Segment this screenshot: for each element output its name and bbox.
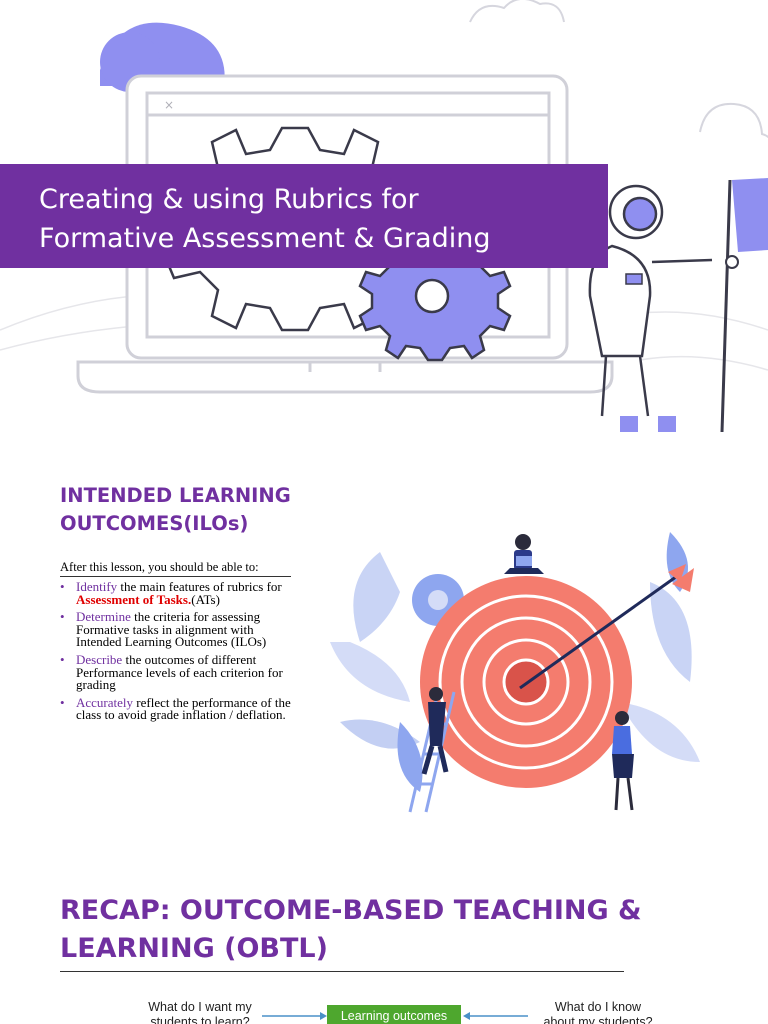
slide-title-line2: Formative Assessment & Grading bbox=[39, 223, 491, 254]
right-question-line2: about my students? bbox=[543, 1015, 653, 1024]
ilo-text: the main features of rubrics for bbox=[117, 579, 282, 594]
arrow-right-icon bbox=[262, 1012, 327, 1020]
target-illustration bbox=[330, 532, 700, 813]
flow-arrows bbox=[262, 1012, 528, 1020]
ilo-text: reflect the performance of the class to … bbox=[76, 694, 291, 723]
ilo-heading-line2: OUTCOMES(ILOs) bbox=[60, 512, 249, 535]
learning-outcomes-box: Learning outcomes bbox=[327, 1005, 461, 1024]
arrow-left-icon bbox=[463, 1012, 528, 1020]
ilo-verb: Accurately bbox=[76, 694, 134, 710]
left-question: What do I want my students to learn? bbox=[135, 1000, 265, 1024]
ilo-heading: INTENDED LEARNING OUTCOMES(ILOs) bbox=[60, 482, 320, 538]
slide-title-line1: Creating & using Rubrics for bbox=[39, 184, 419, 215]
ilo-highlight: Assessment of Tasks. bbox=[76, 591, 192, 607]
left-question-line1: What do I want my bbox=[148, 1000, 252, 1014]
ilo-item: • Determine the criteria for assessing F… bbox=[60, 609, 300, 650]
bullet-icon: • bbox=[60, 609, 65, 625]
recap-heading: RECAP: OUTCOME-BASED TEACHING & LEARNING… bbox=[60, 892, 700, 968]
ilo-verb: Describe bbox=[76, 651, 123, 667]
right-question: What do I know about my students? bbox=[528, 1000, 668, 1024]
title-banner: Creating & using Rubrics for Formative A… bbox=[0, 164, 608, 268]
left-question-line2: students to learn? bbox=[150, 1015, 250, 1024]
ilo-item: • Describe the outcomes of different Per… bbox=[60, 651, 300, 693]
ilo-heading-line1: INTENDED LEARNING bbox=[60, 484, 291, 507]
ilo-text: the criteria for assessing Formative tas… bbox=[76, 609, 267, 650]
person-laptop-icon bbox=[504, 534, 544, 574]
ilo-intro: After this lesson, you should be able to… bbox=[60, 560, 291, 577]
ilo-slide: INTENDED LEARNING OUTCOMES(ILOs) After t… bbox=[0, 432, 768, 864]
right-question-line1: What do I know bbox=[554, 1000, 642, 1014]
title-slide: × Creating & using Rubrics for Forma bbox=[0, 0, 768, 432]
cloud-icon bbox=[469, 0, 768, 139]
bullet-icon: • bbox=[60, 694, 65, 710]
ilo-text: (ATs) bbox=[191, 591, 220, 607]
recap-heading-line1: RECAP: OUTCOME-BASED TEACHING & bbox=[60, 895, 642, 926]
svg-text:×: × bbox=[164, 98, 174, 112]
ilo-item: • Accurately reflect the performance of … bbox=[60, 694, 300, 723]
woman-icon bbox=[612, 711, 634, 811]
ilo-verb: Identify bbox=[76, 579, 118, 594]
heading-divider bbox=[60, 971, 624, 972]
bullet-icon: • bbox=[60, 579, 65, 594]
recap-heading-line2: LEARNING (OBTL) bbox=[60, 933, 328, 964]
recap-slide: RECAP: OUTCOME-BASED TEACHING & LEARNING… bbox=[0, 864, 768, 1024]
astronaut-icon bbox=[588, 184, 713, 432]
ilo-item: • Identify the main features of rubrics … bbox=[60, 579, 300, 607]
person-ladder-icon bbox=[408, 687, 456, 813]
leaves-icon bbox=[330, 532, 700, 792]
arrow-icon bbox=[519, 564, 694, 690]
ilo-verb: Determine bbox=[76, 609, 131, 625]
ilo-list: • Identify the main features of rubrics … bbox=[60, 579, 300, 727]
flag-icon bbox=[720, 178, 768, 432]
ilo-text: the outcomes of different Performance le… bbox=[76, 651, 283, 693]
bullet-icon: • bbox=[60, 651, 65, 667]
